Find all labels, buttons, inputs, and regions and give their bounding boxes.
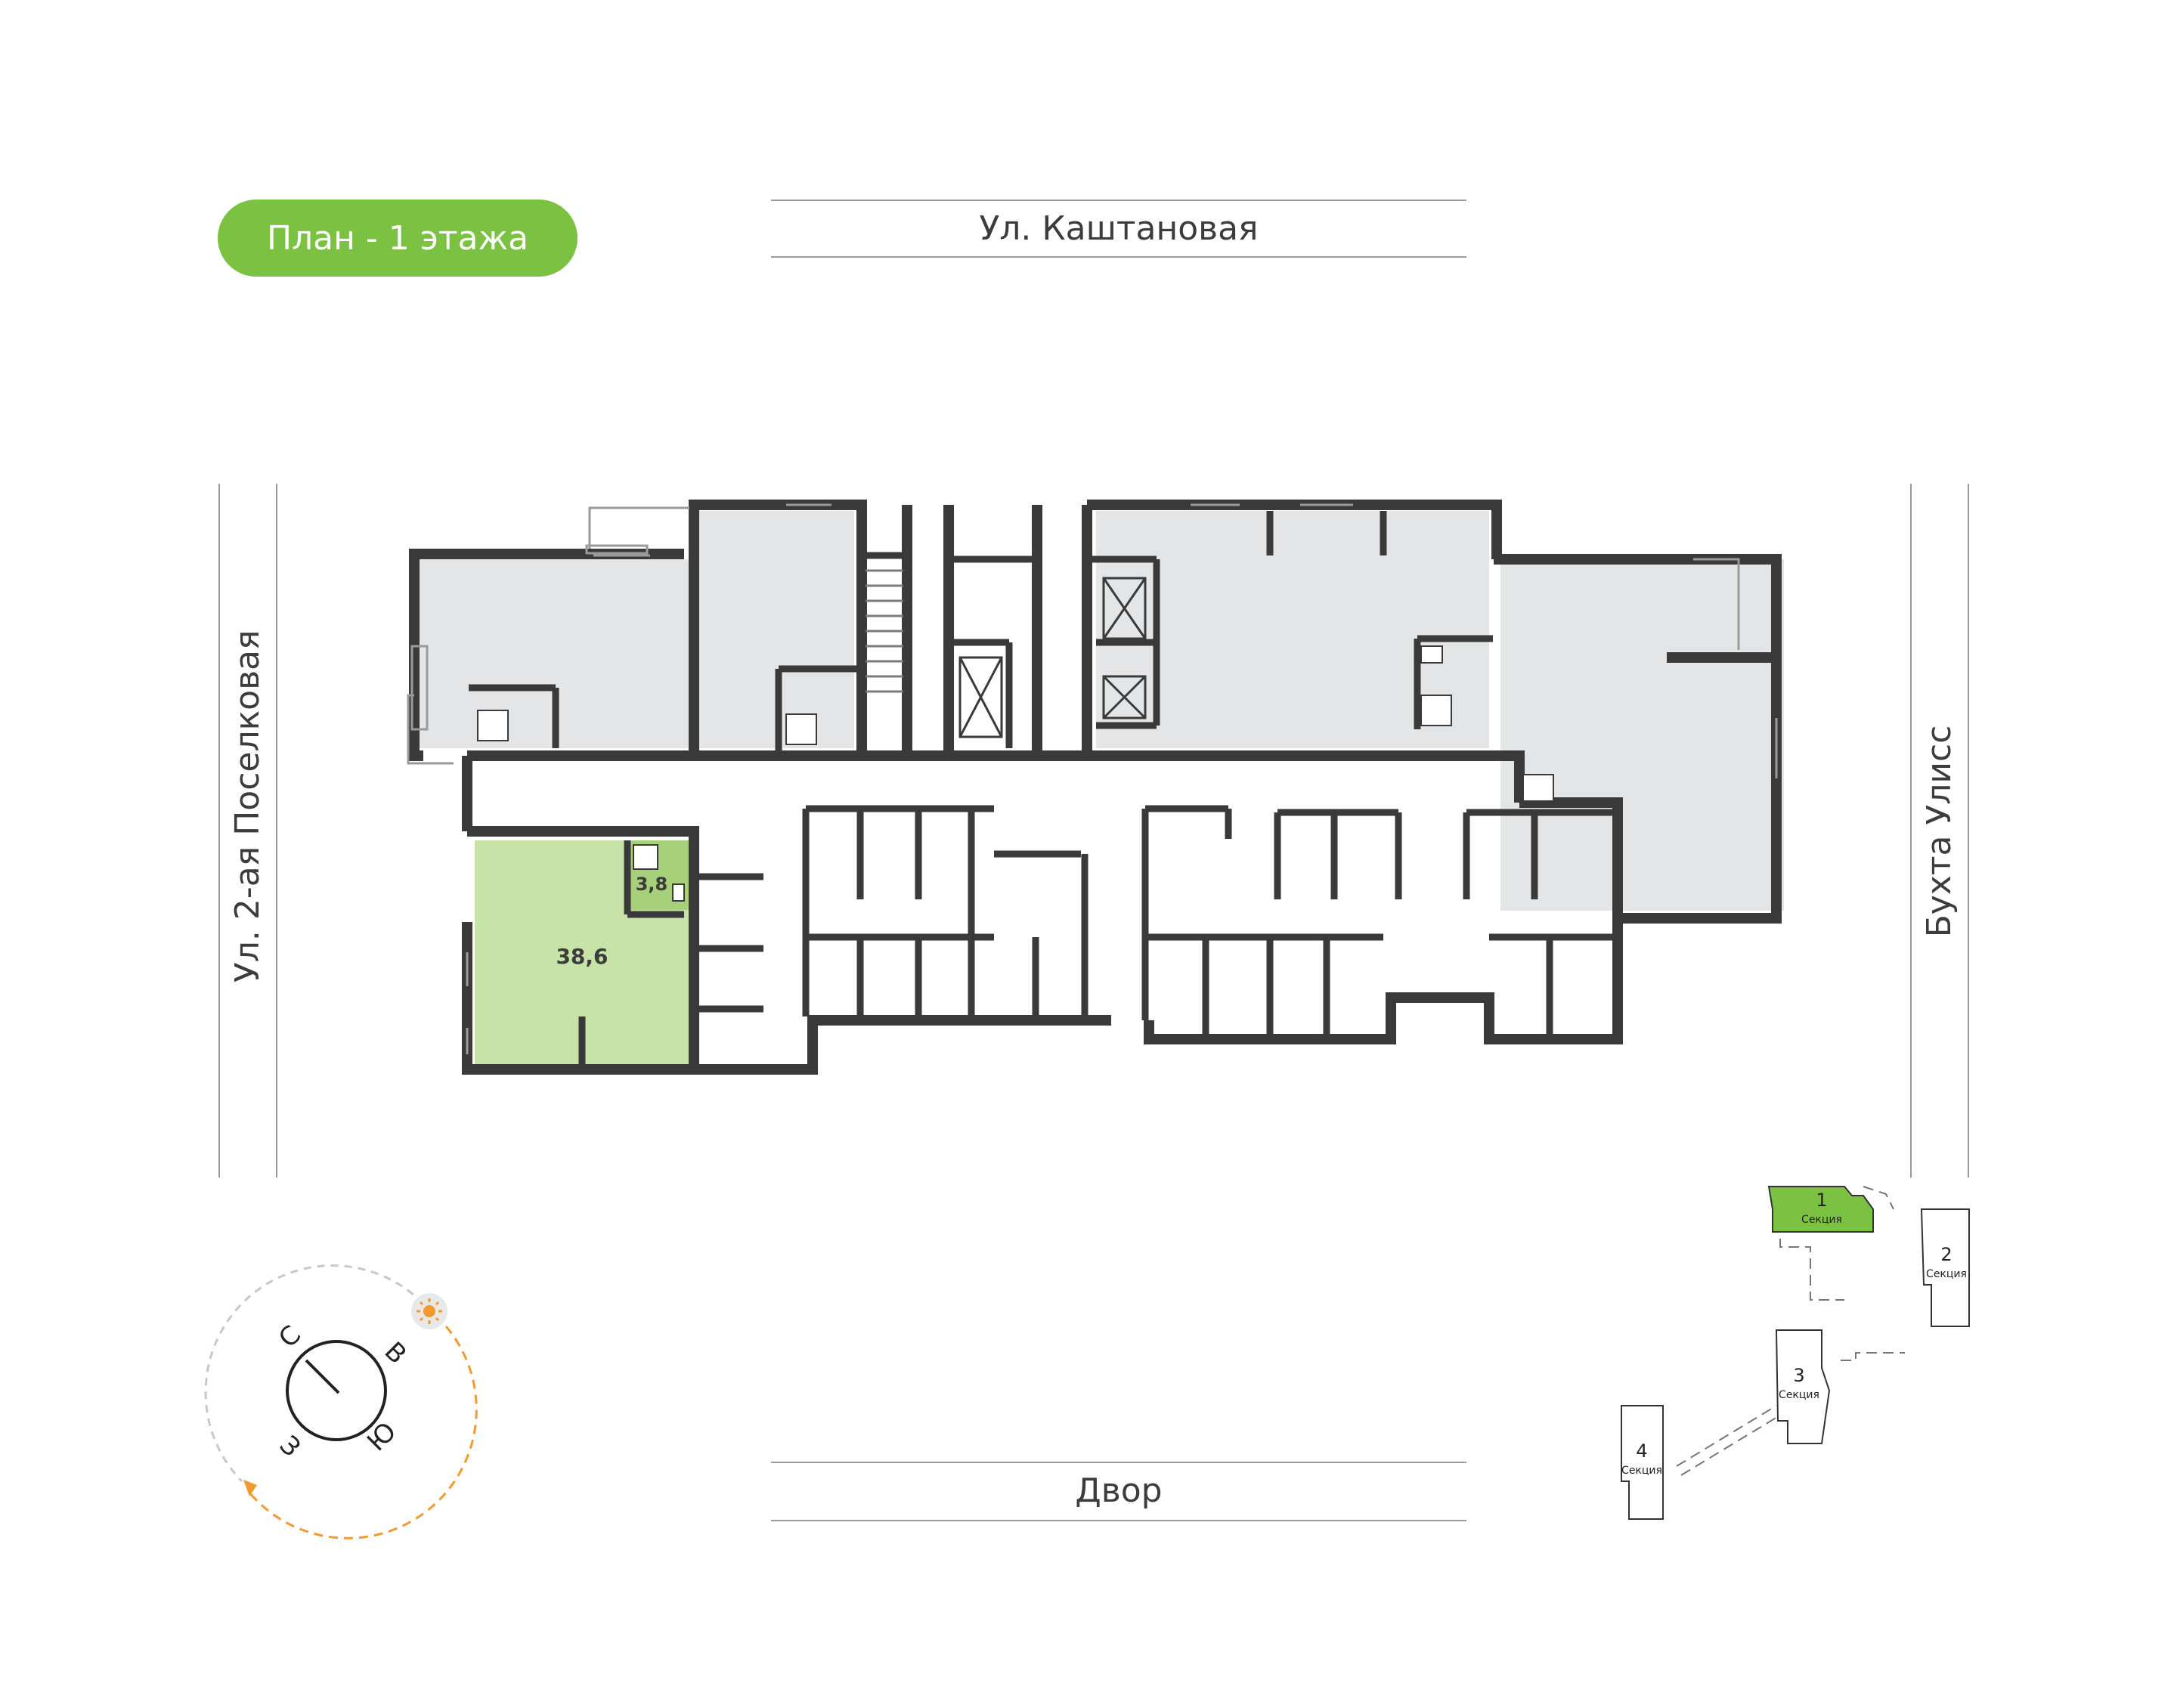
sun-path-dashed-gray	[204, 1264, 425, 1483]
apartment-main-area-label: 38,6	[556, 944, 608, 969]
street-label-bottom: Двор	[1075, 1471, 1163, 1510]
section-3-label: Секция	[1779, 1389, 1819, 1401]
section-1-number: 1	[1816, 1190, 1827, 1211]
apartment-bath-area-label: 3,8	[636, 874, 668, 895]
street-label-top: Ул. Каштановая	[979, 209, 1259, 248]
room-east[interactable]	[1500, 559, 1784, 911]
section-1-label: Секция	[1801, 1214, 1842, 1226]
section-1-shape[interactable]	[1767, 1186, 1874, 1233]
section-2-label: Секция	[1926, 1268, 1967, 1280]
sun-icon	[411, 1293, 447, 1329]
section-2-shape[interactable]	[1920, 1208, 1970, 1327]
section-3-shape[interactable]	[1775, 1329, 1831, 1444]
section-4-shape[interactable]	[1621, 1405, 1664, 1520]
floor-plan-title-badge[interactable]: План - 1 этажа	[218, 200, 578, 277]
section-4-number: 4	[1636, 1440, 1647, 1462]
compass-needle	[305, 1359, 340, 1394]
section-4-label: Секция	[1621, 1465, 1662, 1477]
sun-path-arrow-icon	[243, 1480, 257, 1496]
section-2-number: 2	[1940, 1244, 1952, 1265]
section-3-number: 3	[1793, 1365, 1804, 1386]
sun-path-arc	[248, 1326, 478, 1539]
